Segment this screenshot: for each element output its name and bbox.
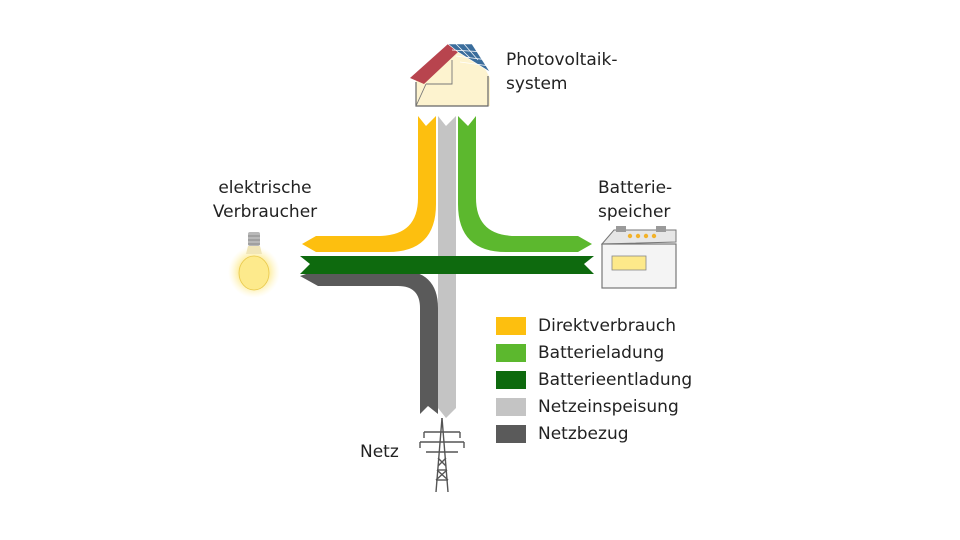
battery-label-line2: speicher [598,202,671,222]
legend-swatch [496,343,526,362]
legend: Direktverbrauch Batterieladung Batteriee… [496,312,692,447]
flow-netzbezug [300,270,438,414]
legend-label: Netzbezug [538,423,629,444]
legend-label: Netzeinspeisung [538,396,679,417]
legend-label: Batterieentladung [538,369,693,390]
consumer-label-line1: elektrische [218,178,312,198]
pv-system-label: Photovoltaik- system [506,48,617,96]
light-bulb-icon [228,232,280,298]
pv-system-label-line2: system [506,74,568,94]
legend-item: Batterieladung [496,339,692,366]
power-pylon-icon [419,417,465,493]
legend-item: Netzeinspeisung [496,393,692,420]
car-battery-icon [600,226,677,289]
grid-label-text: Netz [360,442,399,462]
battery-label: Batterie- speicher [598,176,672,224]
battery-label-line1: Batterie- [598,178,673,198]
legend-item: Direktverbrauch [496,312,692,339]
legend-swatch [496,316,526,335]
legend-label: Batterieladung [538,342,665,363]
legend-item: Netzbezug [496,420,692,447]
legend-swatch [496,397,526,416]
legend-swatch [496,424,526,443]
consumer-label-line2: Verbraucher [212,202,318,222]
flow-batterieentladung [300,256,594,274]
flow-batterieladung [458,116,592,252]
house-with-solar-panels-icon [410,43,491,107]
legend-label: Direktverbrauch [538,315,677,336]
consumer-label: elektrische Verbraucher [204,176,326,224]
grid-label: Netz [360,440,399,464]
legend-swatch [496,370,526,389]
flow-direktverbrauch [302,116,436,252]
pv-system-label-line1: Photovoltaik- [506,50,618,70]
legend-item: Batterieentladung [496,366,692,393]
